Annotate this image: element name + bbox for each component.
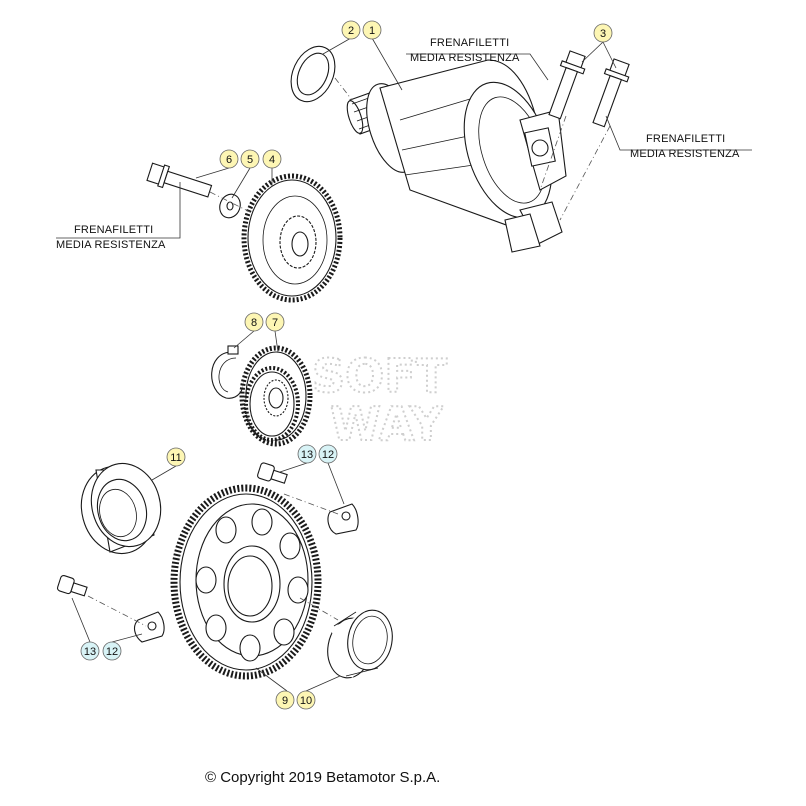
lock-plate-upper-part [327, 503, 359, 535]
note-top-line1: FRENAFILETTI [430, 37, 509, 49]
svg-text:2: 2 [348, 25, 354, 37]
lock-plate-lower-part [133, 611, 165, 643]
callout-2[interactable]: 2 [341, 20, 361, 40]
motor-bolts-part [548, 50, 630, 128]
svg-text:11: 11 [170, 452, 181, 464]
callout-5[interactable]: 5 [240, 149, 260, 169]
callout-1[interactable]: 1 [362, 20, 382, 40]
svg-text:3: 3 [600, 28, 606, 40]
screw-upper-part [257, 462, 288, 484]
note-left-line1: FRENAFILETTI [74, 224, 153, 236]
watermark-line2: WAY [330, 397, 444, 451]
svg-text:5: 5 [247, 154, 253, 166]
large-gear-part [170, 484, 322, 680]
callout-8[interactable]: 8 [244, 312, 264, 332]
svg-text:6: 6 [226, 154, 232, 166]
svg-text:4: 4 [269, 154, 275, 166]
threadlocker-note-top: FRENAFILETTI MEDIA RESISTENZA [410, 37, 520, 64]
circlip-part [211, 345, 245, 399]
callout-13-lower[interactable]: 13 [80, 641, 100, 661]
note-right-line2: MEDIA RESISTENZA [630, 148, 740, 160]
callout-3[interactable]: 3 [593, 23, 613, 43]
svg-text:7: 7 [272, 317, 278, 329]
assembly-lines [87, 77, 611, 627]
callout-12-lower[interactable]: 12 [102, 641, 122, 661]
callout-13-upper[interactable]: 13 [297, 444, 317, 464]
svg-text:12: 12 [106, 646, 118, 658]
callout-10[interactable]: 10 [296, 690, 316, 710]
svg-text:10: 10 [300, 695, 312, 707]
threadlocker-note-left: FRENAFILETTI MEDIA RESISTENZA [56, 224, 166, 251]
watermark: SOFT WAY [311, 348, 449, 452]
callout-9[interactable]: 9 [275, 690, 295, 710]
threadlocker-note-right: FRENAFILETTI MEDIA RESISTENZA [630, 133, 740, 160]
starter-motor-part [346, 59, 567, 253]
svg-text:1: 1 [369, 25, 375, 37]
gear-bolt-part [146, 162, 213, 198]
watermark-line1: SOFT [312, 349, 448, 403]
washer-part [219, 193, 241, 219]
bushing-part [327, 609, 393, 679]
screw-lower-part [56, 575, 88, 597]
leader-lines [56, 37, 752, 692]
svg-text:8: 8 [251, 317, 257, 329]
svg-text:9: 9 [282, 695, 288, 707]
svg-text:13: 13 [84, 646, 96, 658]
o-ring-part [290, 45, 336, 103]
svg-text:13: 13 [301, 449, 313, 461]
note-left-line2: MEDIA RESISTENZA [56, 239, 166, 251]
small-gear-part [239, 345, 313, 447]
callout-11[interactable]: 11 [166, 447, 186, 467]
callout-7[interactable]: 7 [265, 312, 285, 332]
callout-4[interactable]: 4 [262, 149, 282, 169]
copyright-text: © Copyright 2019 Betamotor S.p.A. [205, 769, 440, 786]
idler-gear-part [241, 173, 343, 303]
note-top-line2: MEDIA RESISTENZA [410, 52, 520, 64]
note-right-line1: FRENAFILETTI [646, 133, 725, 145]
callout-6[interactable]: 6 [219, 149, 239, 169]
callouts: 2 1 3 6 5 4 8 7 [80, 20, 613, 710]
svg-text:12: 12 [322, 449, 334, 461]
oil-seal-part [80, 462, 162, 555]
callout-12-upper[interactable]: 12 [318, 444, 338, 464]
